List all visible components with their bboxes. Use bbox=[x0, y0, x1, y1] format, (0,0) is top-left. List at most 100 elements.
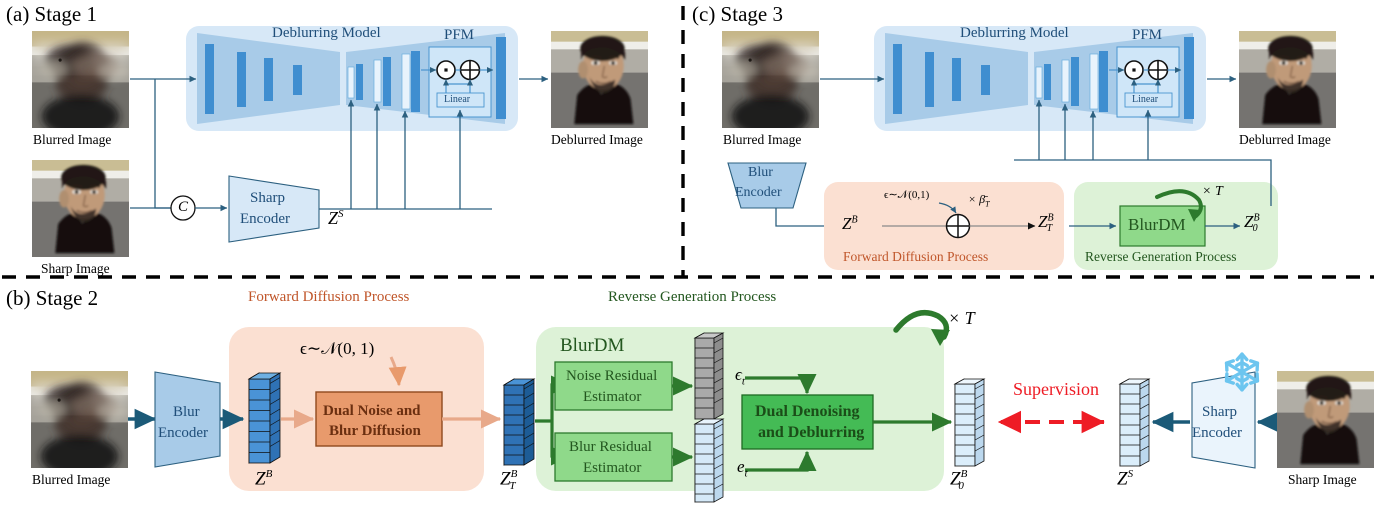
zs-label-a: ZS bbox=[328, 208, 344, 228]
linear-label-a: Linear bbox=[444, 94, 471, 105]
final-conv-block bbox=[1184, 37, 1194, 119]
conv-block bbox=[411, 51, 420, 112]
panel-b bbox=[31, 310, 1374, 503]
diffusion-module-label-1: Dual Noise and bbox=[323, 403, 421, 419]
skip-feature bbox=[373, 59, 382, 103]
pfm-label-a: PFM bbox=[444, 27, 475, 43]
zb0-label-c: ZB0 bbox=[1244, 212, 1260, 235]
deblurring-model-label-a: Deblurring Model bbox=[272, 25, 381, 41]
latent-stack-zb bbox=[247, 372, 282, 464]
e-t-label: et bbox=[737, 457, 748, 480]
arrow-e-to-denoise bbox=[745, 450, 817, 472]
beta-scale-label-c: × β̄T bbox=[968, 192, 990, 209]
supervision-label: Supervision bbox=[1013, 379, 1100, 399]
zb0-label-b: ZB0 bbox=[950, 468, 968, 493]
multiply-dot bbox=[444, 68, 448, 72]
add-cross-c bbox=[946, 214, 970, 238]
noise-label-c: ϵ∼𝒩(0,1) bbox=[884, 189, 930, 201]
eps-t-label: ϵt bbox=[735, 365, 745, 388]
noise-inject-arrow-c bbox=[938, 202, 957, 214]
linear-layer-box bbox=[1124, 92, 1173, 108]
latent-stack-zb0 bbox=[953, 378, 986, 467]
forward-diffusion-label-c: Forward Diffusion Process bbox=[843, 249, 989, 264]
reverse-generation-label-c: Reverse Generation Process bbox=[1085, 249, 1237, 264]
conv-block bbox=[264, 58, 273, 101]
blur-encoder-label-b-2: Encoder bbox=[158, 425, 208, 441]
repeat-loop-head-c bbox=[1188, 209, 1201, 222]
linear-fanout bbox=[445, 83, 471, 93]
blur-residual-estimator-label-2: Estimator bbox=[583, 460, 642, 476]
linear-label-c: Linear bbox=[1132, 94, 1159, 105]
sharp-encoder-label-b-1: Sharp bbox=[1202, 404, 1237, 420]
blurdm-label-b: BlurDM bbox=[560, 335, 625, 356]
conv-block bbox=[205, 44, 214, 114]
latent-stack-e bbox=[693, 418, 725, 503]
blur-encoder-c bbox=[727, 162, 807, 209]
blur-residual-estimator-box bbox=[554, 432, 673, 482]
conv-block bbox=[383, 57, 391, 106]
repeat-label-c: × T bbox=[1202, 184, 1223, 199]
panel-c bbox=[722, 26, 1336, 270]
blurred-image-c-caption: Blurred Image bbox=[723, 132, 802, 147]
deblurring-model-label-c: Deblurring Model bbox=[960, 25, 1069, 41]
skip-feature bbox=[1089, 53, 1099, 110]
forward-diffusion-title-b: Forward Diffusion Process bbox=[248, 289, 410, 305]
blur-encoder-b bbox=[154, 371, 221, 468]
final-conv-block bbox=[496, 37, 506, 119]
dual-denoising-label-1: Dual Denoising bbox=[755, 403, 860, 420]
zbt-label-b: ZBT bbox=[500, 468, 518, 493]
repeat-loop-head-b bbox=[931, 329, 950, 346]
noise-label-b: ϵ∼𝒩(0, 1) bbox=[300, 339, 375, 358]
conv-block bbox=[237, 52, 246, 107]
concat-symbol-a: C bbox=[178, 199, 189, 215]
skip-feature bbox=[1061, 59, 1070, 103]
arrow-eps-to-denoise bbox=[745, 373, 817, 395]
noise-residual-estimator-label-2: Estimator bbox=[583, 389, 642, 405]
conv-block bbox=[293, 65, 302, 95]
snowflake-icon bbox=[1224, 352, 1260, 392]
panel-b-title: (b) Stage 2 bbox=[6, 286, 99, 310]
sharp-encoder-label-a-1: Sharp bbox=[250, 190, 285, 206]
skip-feature bbox=[347, 66, 355, 99]
blurred-image-b-caption: Blurred Image bbox=[32, 472, 111, 487]
dual-denoising-label-2: and Deblurring bbox=[758, 424, 865, 441]
multiply-dot bbox=[1132, 68, 1136, 72]
noise-residual-estimator-label-1: Noise Residual bbox=[566, 368, 658, 384]
blur-encoder-label-b-1: Blur bbox=[173, 404, 200, 420]
latent-stack-zbt bbox=[502, 378, 536, 466]
panel-a bbox=[32, 26, 648, 257]
conv-block bbox=[1071, 57, 1079, 106]
blurred-image-a-caption: Blurred Image bbox=[33, 132, 112, 147]
add-cross bbox=[1148, 60, 1168, 80]
sharp-encoder-label-a-2: Encoder bbox=[240, 211, 290, 227]
conv-block bbox=[1044, 64, 1051, 100]
skip-feature bbox=[1035, 66, 1043, 99]
pfm-label-c: PFM bbox=[1132, 27, 1163, 43]
deblurred-image-a-caption: Deblurred Image bbox=[551, 132, 643, 147]
latent-stack-eps bbox=[693, 332, 725, 420]
conv-block bbox=[925, 52, 934, 107]
sharp-encoder-label-b-2: Encoder bbox=[1192, 425, 1242, 441]
conv-block bbox=[981, 65, 990, 95]
blurdm-label-c: BlurDM bbox=[1128, 215, 1186, 234]
blur-encoder-label-c-1: Blur bbox=[748, 165, 773, 180]
blur-residual-estimator-label-1: Blur Residual bbox=[569, 439, 652, 455]
skip-feature bbox=[401, 53, 411, 110]
sharp-image-a-caption: Sharp Image bbox=[41, 261, 110, 276]
dual-denoising-deblurring-module bbox=[741, 394, 874, 450]
blur-encoder-label-c-2: Encoder bbox=[735, 185, 782, 200]
panel-c-title: (c) Stage 3 bbox=[692, 2, 783, 26]
panel-a-title: (a) Stage 1 bbox=[6, 2, 97, 26]
linear-layer-box bbox=[436, 92, 485, 108]
diffusion-module-label-2: Blur Diffusion bbox=[329, 423, 421, 439]
zs-label-b: ZS bbox=[1117, 468, 1134, 490]
conv-block bbox=[952, 58, 961, 101]
conv-block bbox=[356, 64, 363, 100]
conv-block bbox=[1099, 51, 1108, 112]
linear-fanout bbox=[1133, 83, 1159, 93]
repeat-label-b: × T bbox=[948, 308, 975, 328]
add-cross bbox=[460, 60, 480, 80]
